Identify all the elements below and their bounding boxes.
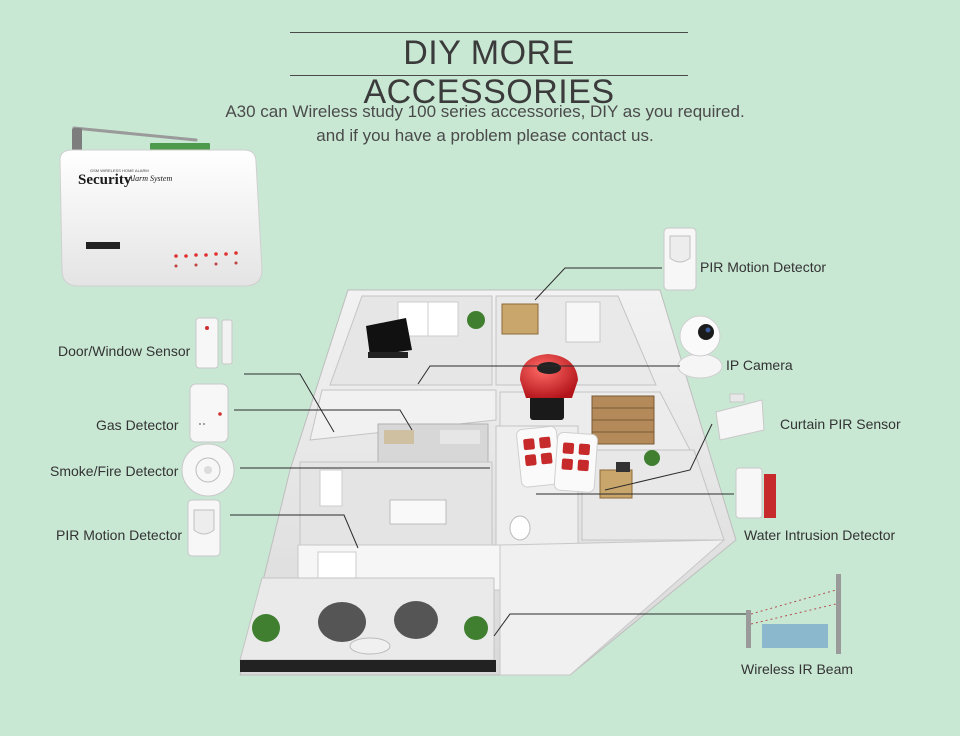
label-door-window-sensor: Door/Window Sensor	[58, 343, 191, 359]
svg-text:Security: Security	[78, 172, 132, 188]
svg-text:GSM WIRELESS HOME ALARM: GSM WIRELESS HOME ALARM	[90, 168, 149, 173]
label-pir-motion-detector-left: PIR Motion Detector	[56, 527, 183, 543]
ip-camera-device	[677, 315, 723, 379]
panel-brand-logo: Security Alarm System GSM WIRELESS HOME …	[78, 168, 172, 188]
label-gas-detector: Gas Detector	[96, 417, 179, 433]
remote-controls	[516, 425, 598, 493]
house-cutaway	[239, 289, 737, 676]
label-wireless-ir-beam: Wireless IR Beam	[741, 661, 854, 677]
leader-lines	[230, 267, 746, 637]
gas-detector-device	[189, 383, 229, 443]
title-rule-bottom	[290, 75, 688, 76]
plant-illustration	[644, 450, 660, 466]
pir-motion-detector-left-device	[187, 499, 221, 557]
panel-led-row	[174, 251, 238, 268]
label-pir-motion-detector-right: PIR Motion Detector	[700, 259, 827, 275]
bookshelf-illustration	[591, 395, 655, 445]
door-window-sensor-device	[195, 317, 233, 369]
label-water-intrusion-detector: Water Intrusion Detector	[744, 527, 896, 543]
subtitle-line-1: A30 can Wireless study 100 series access…	[225, 102, 745, 121]
label-smoke-fire-detector: Smoke/Fire Detector	[50, 463, 179, 479]
wireless-ir-beam-device	[746, 574, 841, 654]
pir-motion-detector-right-device	[663, 227, 697, 291]
alarm-panel: Security Alarm System GSM WIRELESS HOME …	[59, 126, 263, 287]
header: DIY MORE ACCESSORIES	[290, 32, 688, 111]
label-curtain-pir-sensor: Curtain PIR Sensor	[780, 416, 901, 432]
label-ip-camera: IP Camera	[726, 357, 793, 373]
siren-device	[520, 354, 578, 420]
terrace-illustration	[239, 577, 496, 672]
title-rule-top	[290, 32, 688, 33]
svg-text:Alarm System: Alarm System	[127, 174, 172, 183]
subtitle-line-2: and if you have a problem please contact…	[316, 126, 654, 145]
page-title: DIY MORE ACCESSORIES	[363, 34, 615, 111]
smoke-detector-device	[181, 443, 235, 497]
water-intrusion-detector-device	[735, 467, 776, 519]
plant-illustration	[467, 311, 485, 329]
curtain-pir-sensor-device	[715, 393, 765, 441]
piano-illustration	[366, 318, 412, 358]
